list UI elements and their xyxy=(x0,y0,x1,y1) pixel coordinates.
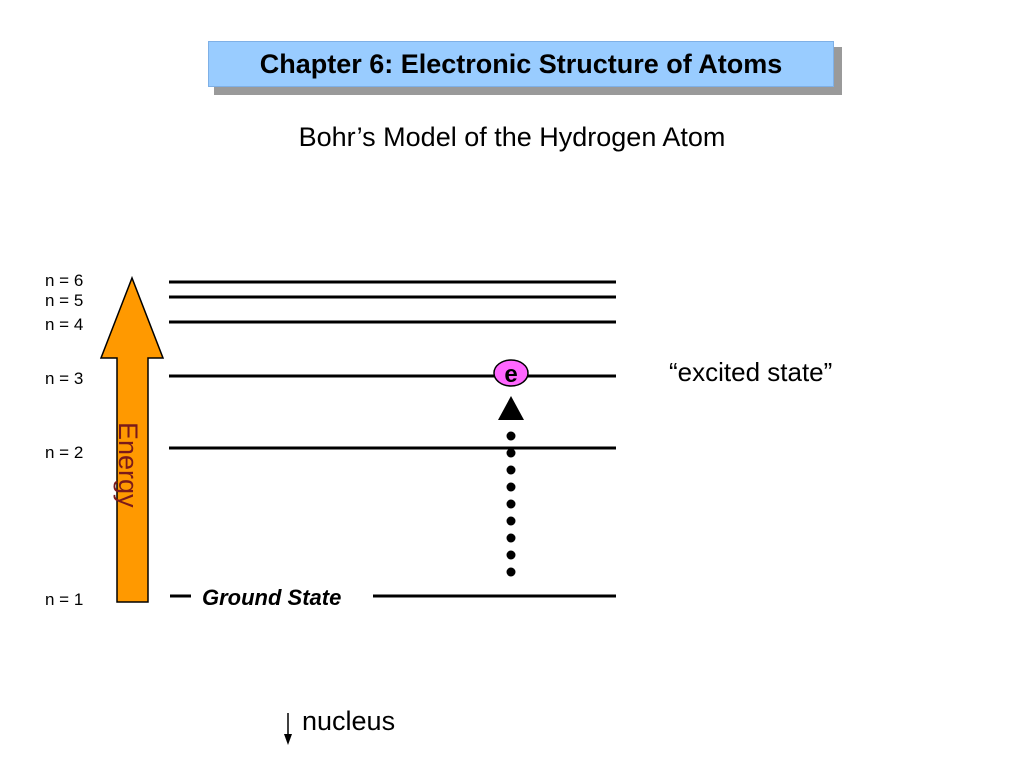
electron-symbol: e xyxy=(504,361,517,388)
energy-axis-label: Energy xyxy=(113,422,143,508)
level-label-n3: n = 3 xyxy=(45,369,84,388)
excited-state-label: “excited state” xyxy=(669,357,833,387)
level-label-n1: n = 1 xyxy=(45,590,84,609)
diagram-subtitle: Bohr’s Model of the Hydrogen Atom xyxy=(298,122,726,152)
ground-state-label: Ground State xyxy=(202,585,342,610)
level-label-n2: n = 2 xyxy=(45,443,84,462)
transition-dots xyxy=(506,431,516,577)
nucleus-label: nucleus xyxy=(302,706,396,736)
level-label-n6: n = 6 xyxy=(45,271,84,290)
level-label-n4: n = 4 xyxy=(45,315,84,334)
nucleus-pointer-arrowhead xyxy=(284,734,292,745)
page-title: Chapter 6: Electronic Structure of Atoms xyxy=(208,41,834,87)
level-label-n5: n = 5 xyxy=(45,291,84,310)
transition-arrowhead xyxy=(498,396,524,420)
energy-arrow xyxy=(99,275,165,603)
electron xyxy=(493,359,529,387)
